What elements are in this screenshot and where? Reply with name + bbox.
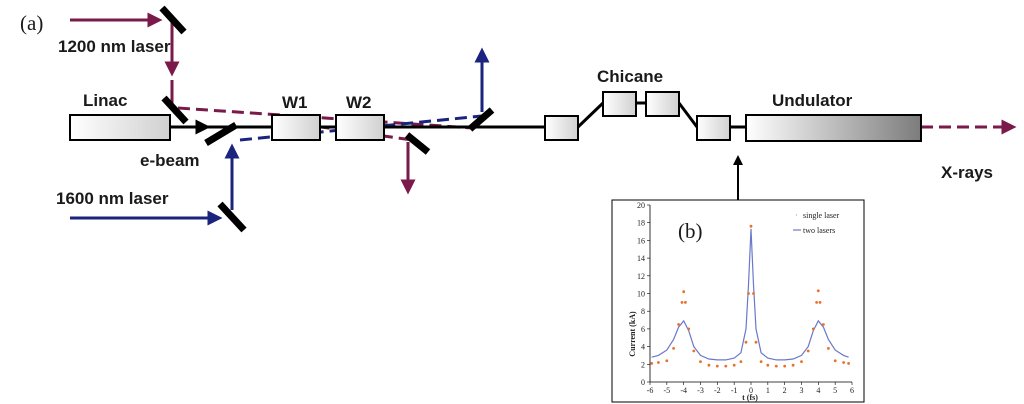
series-single-laser-point <box>774 364 778 368</box>
y-tick-label: 12 <box>637 272 645 281</box>
x-tick-label: 1 <box>766 386 770 395</box>
series-single-laser-point <box>665 359 669 363</box>
y-tick-label: 20 <box>637 201 645 210</box>
w1-label: W1 <box>282 93 308 112</box>
series-single-laser-point <box>739 360 743 363</box>
laser-1600-label: 1600 nm laser <box>56 189 169 208</box>
y-tick-label: 4 <box>641 343 645 352</box>
series-single-laser-point <box>732 363 736 367</box>
chicane-dipole-2 <box>602 91 637 117</box>
chicane-label: Chicane <box>597 67 663 86</box>
linac-label: Linac <box>83 91 127 110</box>
series-single-laser-point <box>759 360 763 363</box>
x-tick-label: -3 <box>697 386 704 395</box>
y-tick-label: 14 <box>637 254 645 263</box>
x-tick-label: 2 <box>783 386 787 395</box>
series-single-laser-point <box>715 364 719 368</box>
x-tick-label: -5 <box>663 386 670 395</box>
x-tick-label: -6 <box>647 386 654 395</box>
chart-series <box>650 224 850 368</box>
series-single-laser-point <box>657 361 660 364</box>
x-tick-label: 6 <box>850 386 854 395</box>
x-tick-label: -4 <box>680 386 687 395</box>
chart-legend: · single laser two lasers <box>790 207 862 237</box>
series-single-laser-point <box>650 362 654 365</box>
series-single-laser-point <box>800 360 803 363</box>
xrays-label: X-rays <box>941 163 993 182</box>
series-single-laser-point <box>680 301 684 304</box>
legend-label-two: two lasers <box>803 226 835 235</box>
series-single-laser-point <box>815 301 818 304</box>
series-single-laser-point <box>822 323 825 326</box>
series-single-laser-point <box>783 364 787 368</box>
series-single-laser-point <box>744 340 748 344</box>
legend-label-single: single laser <box>803 211 840 220</box>
series-single-laser-point <box>687 327 691 331</box>
series-two-lasers-line <box>651 228 849 361</box>
series-single-laser-point <box>682 290 686 294</box>
x-axis-label: t (fs) <box>742 393 758 402</box>
x-tick-label: 4 <box>816 386 820 395</box>
series-single-laser-point <box>684 301 687 304</box>
w2-box <box>335 114 385 141</box>
chicane-dipole-4 <box>696 115 731 141</box>
x-tick-label: 3 <box>800 386 804 395</box>
series-single-laser-point <box>806 349 810 353</box>
laser-1200-label: 1200 nm laser <box>58 37 171 56</box>
y-tick-label: 8 <box>641 307 645 316</box>
ebeam-label: e-beam <box>140 151 200 170</box>
series-single-laser-point <box>672 347 675 350</box>
x-tick-label: 0 <box>749 386 753 395</box>
mirror-1200-extract <box>404 132 431 155</box>
y-tick-label: 16 <box>637 236 645 245</box>
y-tick-label: 2 <box>641 360 645 369</box>
series-single-laser-point <box>766 363 770 367</box>
series-single-laser-point <box>833 359 837 363</box>
linac-box <box>69 114 171 141</box>
undulator-box <box>745 114 922 142</box>
series-single-laser-point <box>818 301 822 304</box>
series-single-laser-point <box>749 224 753 228</box>
series-single-laser-point <box>677 323 680 326</box>
x-tick-label: -1 <box>731 386 738 395</box>
series-single-laser-point <box>811 327 815 331</box>
mirror-1200-top <box>159 5 187 35</box>
y-tick-label: 6 <box>641 325 645 334</box>
w1-box <box>271 114 321 141</box>
panel-a-label: (a) <box>20 11 43 35</box>
y-axis-label: Current (kA) <box>628 311 637 357</box>
legend-marker-single: · <box>795 210 798 220</box>
x-tick-label: 5 <box>833 386 837 395</box>
y-tick-label: 10 <box>637 290 645 299</box>
series-single-laser-point <box>842 361 845 364</box>
series-single-laser-point <box>816 289 820 293</box>
mirror-1200-inject <box>161 95 189 125</box>
mirror-1600-bottom <box>217 201 247 233</box>
undulator-label: Undulator <box>772 91 853 110</box>
y-tick-label: 0 <box>641 378 645 387</box>
chicane-dipole-1 <box>544 115 579 141</box>
w2-label: W2 <box>346 93 372 112</box>
series-single-laser-point <box>724 364 728 368</box>
series-single-laser-point <box>752 292 755 295</box>
series-single-laser-point <box>847 362 850 365</box>
series-single-laser-point <box>692 349 696 353</box>
series-single-laser-point <box>747 292 750 295</box>
series-single-laser-point <box>754 340 758 344</box>
chicane-dipole-3 <box>645 91 680 117</box>
series-single-laser-point <box>827 347 830 350</box>
x-tick-label: -2 <box>714 386 721 395</box>
panel-b-label: (b) <box>678 219 703 243</box>
series-single-laser-point <box>791 363 795 367</box>
components <box>69 91 922 142</box>
y-tick-label: 18 <box>637 219 645 228</box>
series-single-laser-point <box>699 360 702 363</box>
series-single-laser-point <box>707 363 711 367</box>
